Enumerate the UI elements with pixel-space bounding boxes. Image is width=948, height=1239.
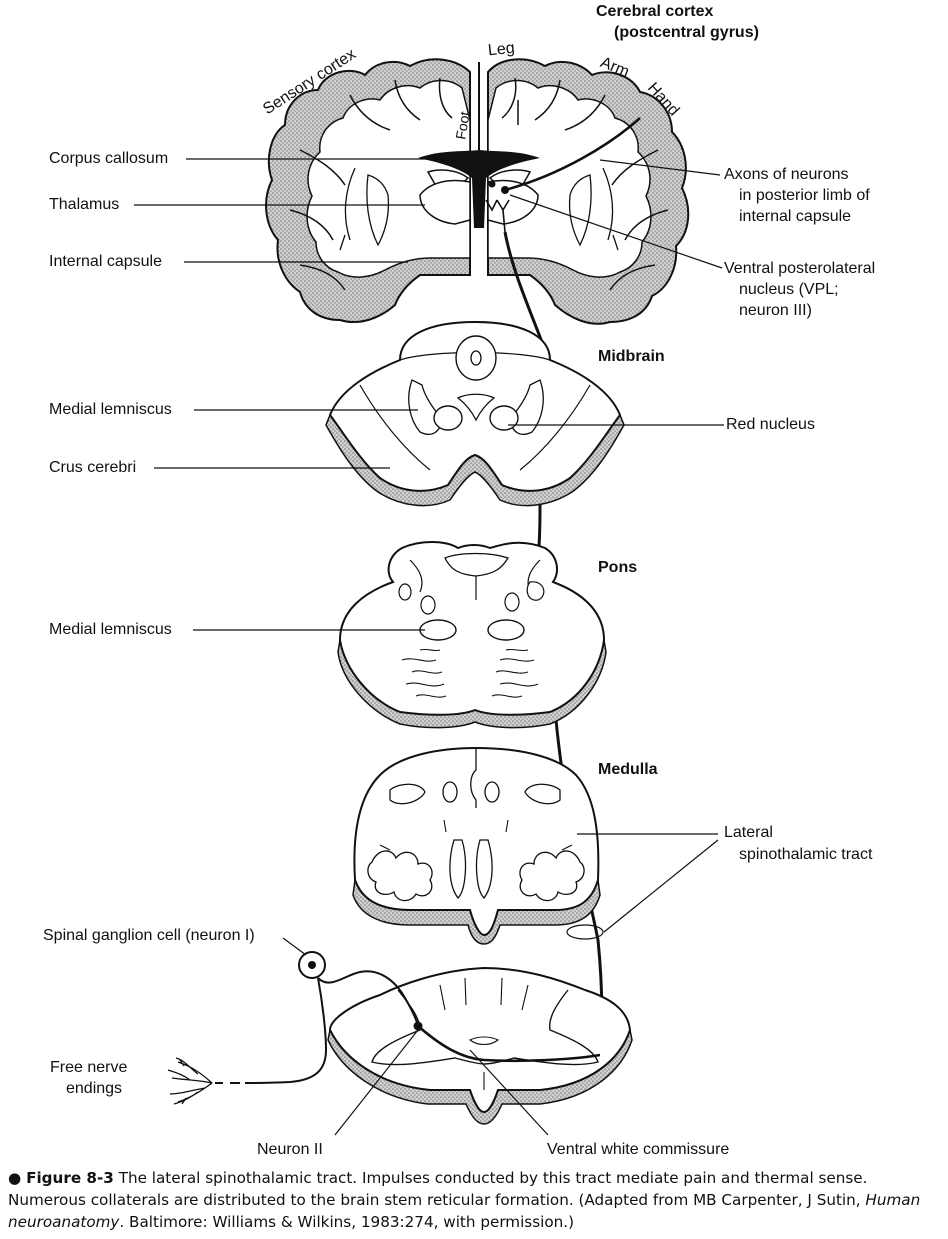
spinal-gray-lines [439, 977, 529, 1090]
medulla-outline [353, 746, 600, 937]
vpl-neuron-iii-2 [488, 180, 496, 188]
label-neuron-ii: Neuron II [257, 1141, 323, 1158]
pons-nucleus-left-1 [398, 583, 412, 601]
medulla-tracts [389, 783, 561, 805]
label-internal-capsule: Internal capsule [49, 253, 162, 270]
left-hemisphere-white-matter [306, 79, 471, 278]
label-axons-line2: in posterior limb of [739, 187, 870, 204]
caption-text-1: The lateral spinothalamic tract. Impulse… [8, 1169, 868, 1209]
medial-lemniscus-left-pons [419, 619, 457, 641]
label-vpl-line3: neuron III) [739, 302, 812, 319]
red-nucleus-right [489, 405, 519, 431]
label-axons-line3: internal capsule [739, 208, 852, 225]
label-vpl-line2: nucleus (VPL; [739, 281, 839, 298]
label-postcentral-gyrus: (postcentral gyrus) [614, 24, 759, 41]
ventral-commissure-fiber [417, 1025, 601, 1063]
label-medial-lemniscus-pons: Medial lemniscus [49, 621, 172, 638]
pons-nucleus-right-1 [504, 592, 520, 612]
cerebrum-section [265, 58, 690, 325]
leader-axons [599, 159, 721, 176]
figure-caption: ● Figure 8-3 The lateral spinothalamic t… [8, 1167, 938, 1233]
caption-text-2: . Baltimore: Williams & Wilkins, 1983:27… [119, 1213, 575, 1231]
pons-nucleus-left-2 [420, 595, 436, 615]
leader-lines [134, 158, 724, 1136]
label-free-nerve-line2: endings [66, 1080, 123, 1097]
label-spinal-ganglion: Spinal ganglion cell (neuron I) [43, 927, 255, 944]
medulla-inner-lines [379, 819, 573, 851]
spinal-gray-matter [371, 989, 599, 1066]
pyramid-right [475, 839, 493, 899]
fourth-ventricle-pons [444, 552, 509, 577]
left-basal-ganglia [339, 167, 390, 251]
leader-lateral-tract-spinal [603, 839, 719, 933]
spinal-cord-section [327, 966, 633, 1125]
left-sulci [289, 77, 453, 291]
label-vpl-line1: Ventral posterolateral [724, 260, 876, 277]
vpl-synapse-fork [485, 199, 510, 233]
medulla-nucleus-right [484, 781, 500, 803]
label-medulla: Medulla [598, 761, 658, 778]
thalamus-left [419, 179, 471, 225]
label-crus-cerebri: Crus cerebri [49, 459, 137, 476]
caption-book-title: Human neuroanatomy [8, 1191, 921, 1231]
inferior-olive-left [367, 850, 433, 902]
label-lateral-line2: spinothalamic tract [739, 846, 873, 863]
label-midbrain: Midbrain [598, 348, 665, 365]
medulla-section [352, 746, 601, 945]
spinothalamic-tract-diagram [134, 58, 724, 1136]
label-pons: Pons [598, 559, 638, 576]
spinal-lateral-tract-marker [566, 924, 604, 940]
cerebral-aqueduct [470, 350, 482, 366]
peripheral-process [244, 977, 328, 1084]
thalamus-right [487, 179, 539, 225]
label-thalamus: Thalamus [49, 196, 120, 213]
label-medial-lemniscus-midbrain: Medial lemniscus [49, 401, 172, 418]
leader-neuron-ii [334, 1029, 419, 1136]
label-free-nerve-line1: Free nerve [50, 1059, 128, 1076]
right-sulci [501, 77, 669, 291]
right-basal-ganglia [568, 167, 619, 251]
thalamocortical-axon [504, 117, 641, 192]
medial-lemniscus-right-pons [487, 619, 525, 641]
label-red-nucleus: Red nucleus [726, 416, 815, 433]
free-nerve-endings-icon [167, 1057, 213, 1105]
inferior-olive-right [519, 850, 585, 902]
corpus-callosum [418, 150, 540, 228]
central-process [317, 970, 419, 1027]
pontine-fibers [401, 648, 539, 698]
label-leg: Leg [487, 39, 516, 60]
leader-vpl [509, 194, 723, 269]
midbrain-raphe [456, 393, 496, 422]
pons-section [337, 541, 607, 729]
label-axons-line1: Axons of neurons [724, 166, 849, 183]
spinal-ganglion-nucleus [308, 961, 316, 969]
midbrain-section [325, 320, 625, 507]
leader-spinal-ganglion [282, 937, 307, 956]
label-ventral-white-commissure: Ventral white commissure [547, 1141, 730, 1158]
label-lateral-line1: Lateral [724, 824, 773, 841]
caption-bullet: ● [8, 1169, 22, 1187]
red-nucleus-left [433, 405, 463, 431]
pons-nucleus-right-2 [526, 581, 545, 601]
caption-figure-number: Figure 8-3 [26, 1169, 114, 1187]
pyramid-left [449, 839, 467, 899]
spinal-ganglion-group [167, 951, 419, 1105]
medulla-midline [470, 748, 477, 808]
medulla-nucleus-left [442, 781, 458, 803]
right-hemisphere-white-matter [487, 79, 652, 278]
label-corpus-callosum: Corpus callosum [49, 150, 169, 167]
label-cerebral-cortex: Cerebral cortex [596, 3, 714, 20]
leader-ventral-white-commissure [469, 1049, 549, 1136]
